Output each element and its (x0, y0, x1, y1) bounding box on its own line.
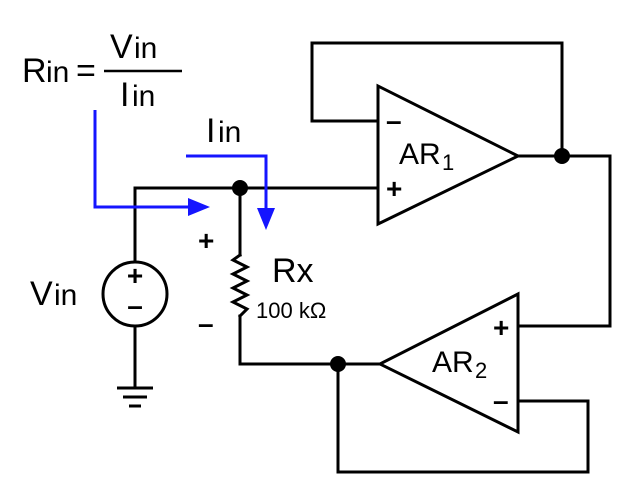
source-plus: + (127, 260, 143, 291)
iin-arrow-line (186, 154, 268, 212)
wire-source-to-node (133, 186, 242, 264)
ar1-triangle (376, 83, 522, 227)
junction-dot-ar2-out (330, 356, 346, 372)
current-arrows (93, 110, 275, 230)
opamp-ar1: – + AR 1 (376, 83, 522, 227)
ground-symbol (117, 386, 153, 408)
wire-ar1-feedback (310, 41, 564, 158)
ar1-noninv-sign: + (386, 173, 402, 204)
eq-lhs-main: R (22, 52, 47, 90)
rin-equation: R in = V in I in (22, 28, 182, 114)
vin-label-main: V (30, 275, 53, 313)
ar1-sub: 1 (442, 150, 454, 175)
rx-plus: + (198, 225, 214, 256)
ar2-name: AR (432, 346, 474, 379)
source-circle (101, 260, 169, 328)
rx-minus: – (198, 308, 214, 339)
eq-den-main: I (120, 76, 129, 114)
opamp-ar2: + – AR 2 (376, 291, 520, 435)
ar2-noninv-sign: + (493, 312, 509, 343)
ar2-inv-sign: – (493, 385, 509, 416)
eq-num-sub: in (134, 32, 157, 65)
source-minus: – (127, 290, 143, 321)
ar1-inv-sign: – (386, 105, 402, 136)
rin-arrow-line (93, 110, 190, 209)
ar1-name: AR (399, 138, 441, 171)
vin-label-sub: in (54, 279, 77, 312)
iin-arrowhead (257, 208, 275, 230)
iin-label-sub: in (218, 116, 241, 149)
wire-ar2-feedback (336, 362, 590, 474)
junction-dot-ar1-out (554, 148, 570, 164)
wires (133, 41, 612, 474)
resistor-zigzag (229, 252, 251, 319)
rx-name: Rx (272, 252, 314, 290)
voltage-source: + – (101, 260, 169, 328)
rx-value: 100 kΩ (256, 298, 326, 323)
eq-num-main: V (110, 28, 133, 66)
junction-dot-input (232, 180, 248, 196)
ar2-sub: 2 (475, 358, 487, 383)
eq-lhs-sub: in (46, 56, 69, 89)
ar2-triangle (376, 291, 520, 435)
rin-arrowhead (188, 198, 210, 216)
eq-equals: = (76, 52, 96, 90)
wire-ar1-out-to-ar2-plus (516, 154, 612, 328)
iin-label-main: I (206, 112, 215, 150)
eq-den-sub: in (132, 80, 155, 113)
wire-rx-to-ar2-out (238, 314, 382, 366)
